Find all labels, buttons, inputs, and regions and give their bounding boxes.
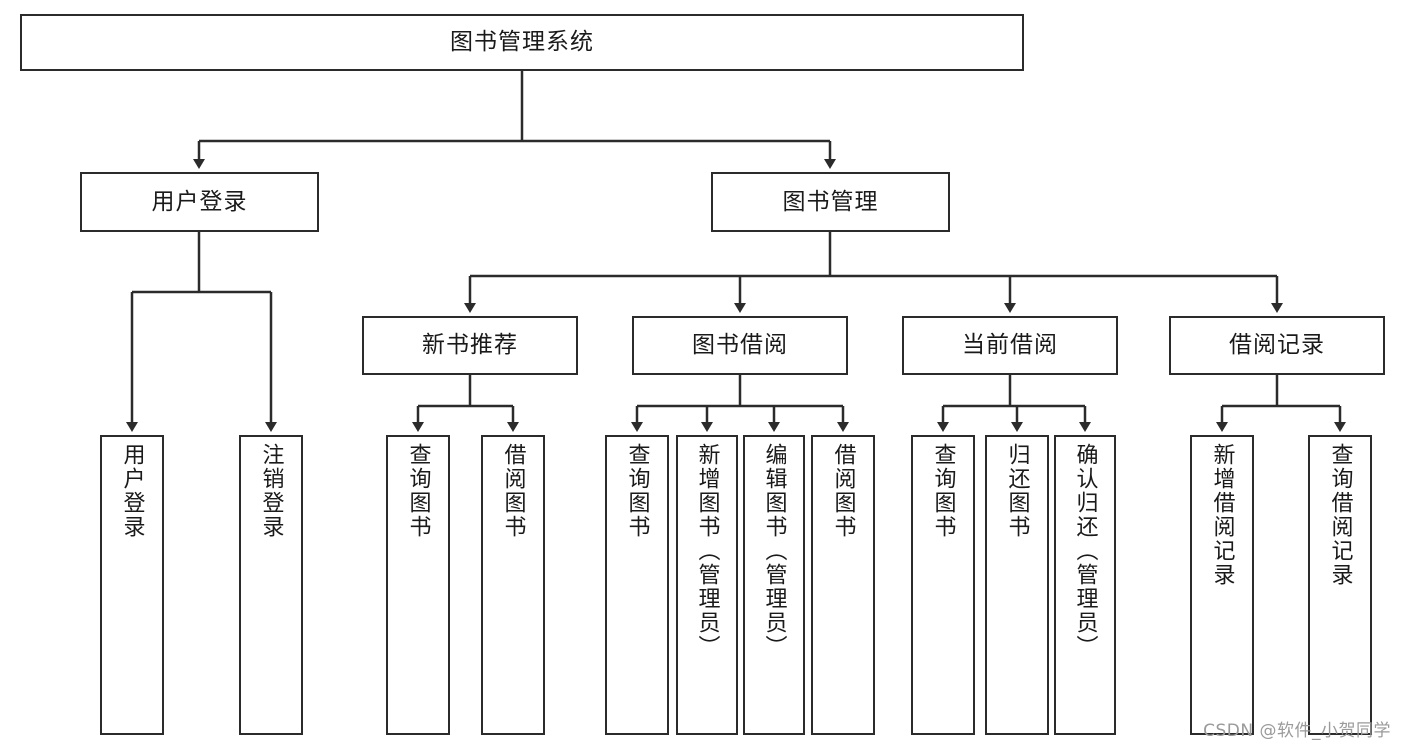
node-leaf-logout[interactable]: 注销登录: [239, 435, 303, 735]
node-leaf-borrow-book-1[interactable]: 借阅图书: [481, 435, 545, 735]
node-label: 图书借阅: [692, 332, 788, 358]
node-leaf-return-book[interactable]: 归还图书: [985, 435, 1049, 735]
node-label: 查询图书: [624, 443, 650, 539]
node-label: 图书管理: [782, 188, 879, 215]
node-label: 确认归还（管理员）: [1072, 443, 1098, 659]
node-leaf-query-record[interactable]: 查询借阅记录: [1308, 435, 1372, 735]
node-label: 借阅记录: [1229, 332, 1325, 358]
node-label: 当前借阅: [962, 332, 1058, 358]
node-leaf-edit-book[interactable]: 编辑图书（管理员）: [743, 435, 805, 735]
node-current-borrow[interactable]: 当前借阅: [902, 316, 1118, 375]
node-book-borrow[interactable]: 图书借阅: [632, 316, 848, 375]
node-label: 借阅图书: [830, 443, 856, 539]
node-label: 图书管理系统: [450, 29, 594, 55]
node-label: 用户登录: [151, 188, 248, 215]
node-label: 查询图书: [930, 443, 956, 539]
node-label: 用户登录: [119, 443, 145, 539]
node-label: 查询图书: [405, 443, 431, 539]
node-user-login[interactable]: 用户登录: [80, 172, 319, 232]
node-leaf-add-book[interactable]: 新增图书（管理员）: [676, 435, 738, 735]
node-leaf-query-book-2[interactable]: 查询图书: [605, 435, 669, 735]
node-borrow-record[interactable]: 借阅记录: [1169, 316, 1385, 375]
node-label: 新增图书（管理员）: [694, 443, 720, 659]
node-root-system[interactable]: 图书管理系统: [20, 14, 1024, 71]
node-label: 注销登录: [258, 443, 284, 539]
node-leaf-query-book-3[interactable]: 查询图书: [911, 435, 975, 735]
node-label: 新书推荐: [422, 332, 518, 358]
node-leaf-add-record[interactable]: 新增借阅记录: [1190, 435, 1254, 735]
node-label: 归还图书: [1004, 443, 1030, 539]
node-leaf-confirm-return[interactable]: 确认归还（管理员）: [1054, 435, 1116, 735]
node-book-manage[interactable]: 图书管理: [711, 172, 950, 232]
node-label: 新增借阅记录: [1209, 443, 1235, 587]
node-leaf-borrow-book-2[interactable]: 借阅图书: [811, 435, 875, 735]
node-label: 查询借阅记录: [1327, 443, 1353, 587]
csdn-watermark: CSDN @软件_小贺同学: [1203, 721, 1391, 741]
node-label: 借阅图书: [500, 443, 526, 539]
node-leaf-query-book-1[interactable]: 查询图书: [386, 435, 450, 735]
node-leaf-user-login[interactable]: 用户登录: [100, 435, 164, 735]
node-label: 编辑图书（管理员）: [761, 443, 787, 659]
node-new-book-recommend[interactable]: 新书推荐: [362, 316, 578, 375]
